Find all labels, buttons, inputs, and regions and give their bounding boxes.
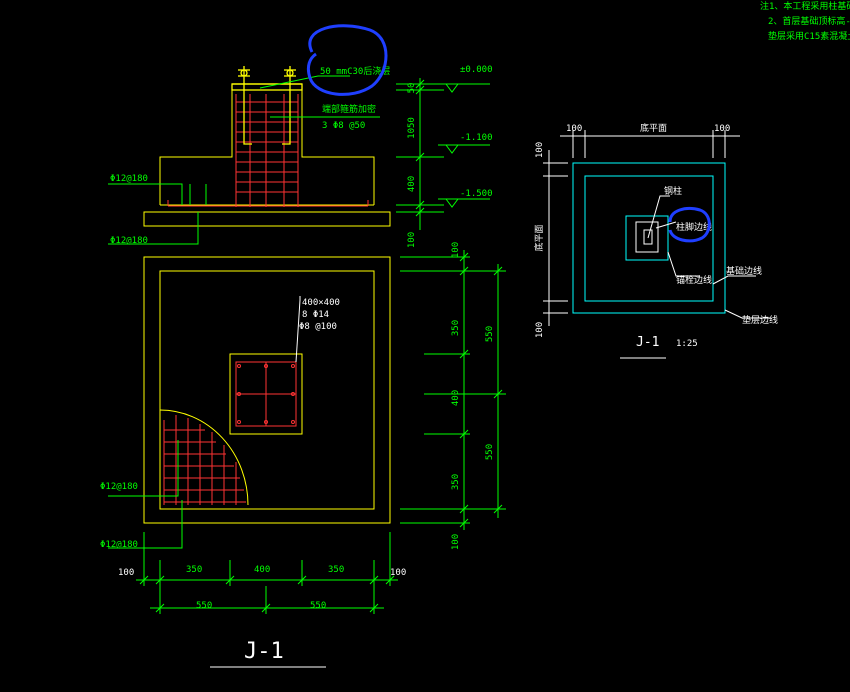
plan-title: J-1 xyxy=(244,639,284,664)
small-anchor-outline xyxy=(635,221,659,253)
section-bar-bottom-label: Φ12@180 xyxy=(110,236,148,246)
note-line-3: 垫层采用C15素混凝土 xyxy=(768,30,850,42)
elevation-bottom: -1.500 xyxy=(460,189,493,199)
small-left-label: 底平面 xyxy=(533,224,545,251)
dim-100: 100 xyxy=(407,232,417,248)
column-stirrup: Φ8 @100 xyxy=(299,322,337,332)
plan-base-rebar xyxy=(163,415,246,505)
small-plan-title: J-1 xyxy=(636,335,659,350)
general-notes: 注1、本工程采用柱基础及独立基础 2、首层基础顶标高-1.500 垫层采用C15… xyxy=(760,0,850,42)
plan-right-dimensions xyxy=(400,250,506,530)
plan-bot-550-a: 550 xyxy=(196,601,212,611)
plan-rebar-arc xyxy=(159,409,249,506)
column-edge-label: 柱脚边线 xyxy=(676,221,712,233)
small-plan-view: 100 底平面 100 100 底平面 100 钢柱 柱脚边线 锚栓边线 基础边… xyxy=(533,122,778,359)
plan-bot-400: 400 xyxy=(254,565,270,575)
column-size: 400×400 xyxy=(302,298,340,308)
small-left-100-top: 100 xyxy=(535,142,545,158)
plan-dim-400: 400 xyxy=(451,390,461,406)
plan-bot-100-right: 100 xyxy=(390,568,406,578)
plan-dim-350-a: 350 xyxy=(451,320,461,336)
plan-view: 400×400 8 Φ14 Φ8 @100 Φ12@180 Φ12@180 xyxy=(100,242,506,668)
plan-bot-550-b: 550 xyxy=(310,601,326,611)
steel-column-label: 钢柱 xyxy=(664,185,682,197)
cover-note-label: 50 mmC30后浇层 xyxy=(320,65,390,77)
anchor-bolts xyxy=(231,66,303,145)
section-view: 50 mmC30后浇层 端部箍筋加密 3 Φ8 @50 Φ12@180 Φ12@… xyxy=(108,65,493,248)
note-line-1: 注1、本工程采用柱基础及独立基础 xyxy=(760,0,850,12)
small-plan-scale: 1:25 xyxy=(676,339,698,349)
section-bar-top-label: Φ12@180 xyxy=(110,174,148,184)
plan-footing-outline xyxy=(159,270,375,510)
plan-annotations xyxy=(295,296,301,363)
plan-bot-100-left: 100 xyxy=(118,568,134,578)
plan-column-rebar xyxy=(235,361,297,427)
elevation-mid: -1.100 xyxy=(460,133,493,143)
plan-bot-350-a: 350 xyxy=(186,565,202,575)
plan-bot-350-b: 350 xyxy=(328,565,344,575)
small-base-outline xyxy=(584,175,714,302)
cushion-edge-label: 垫层边线 xyxy=(742,314,778,326)
plan-bar-y: Φ12@180 xyxy=(100,540,138,550)
section-dimensions xyxy=(396,78,490,230)
section-annotations xyxy=(108,75,380,245)
rebar-cage xyxy=(167,94,369,207)
plan-cushion-outline xyxy=(143,256,391,524)
plan-bottom-dimensions xyxy=(136,532,398,614)
small-plan-dimensions xyxy=(543,130,740,326)
anchor-edge-label: 锚栓边线 xyxy=(676,274,712,286)
base-edge-label: 基础边线 xyxy=(726,265,762,277)
markup-annotations xyxy=(306,24,711,243)
small-plan-leaders xyxy=(647,195,770,319)
plan-bar-x: Φ12@180 xyxy=(100,482,138,492)
plan-dim-350-b: 350 xyxy=(451,474,461,490)
column-bars: 8 Φ14 xyxy=(302,310,329,320)
small-column-base-outline xyxy=(625,215,669,261)
plan-dim-100-top: 100 xyxy=(451,242,461,258)
small-cushion-outline xyxy=(572,162,726,314)
rebar-label: 端部箍筋加密 xyxy=(322,103,376,115)
dim-400: 400 xyxy=(407,176,417,192)
small-left-100-bot: 100 xyxy=(535,322,545,338)
plan-dim-550-a: 550 xyxy=(485,326,495,342)
elevation-top: ±0.000 xyxy=(460,65,493,75)
plan-dim-100-bot: 100 xyxy=(451,534,461,550)
note-line-2: 2、首层基础顶标高-1.500 xyxy=(768,15,850,27)
dim-1050: 1050 xyxy=(407,117,417,139)
plan-column-outline xyxy=(229,353,303,435)
stirrup-label: 3 Φ8 @50 xyxy=(322,121,365,131)
cushion-layer xyxy=(143,211,391,227)
markup-circle-cover-note xyxy=(306,24,388,96)
markup-circle-column-edge xyxy=(668,207,711,243)
plan-dim-550-b: 550 xyxy=(485,444,495,460)
small-top-label: 底平面 xyxy=(640,122,667,134)
small-top-100-right: 100 xyxy=(714,124,730,134)
dim-50: 50 xyxy=(407,83,417,94)
small-steel-column xyxy=(643,229,653,245)
small-top-100-left: 100 xyxy=(566,124,582,134)
